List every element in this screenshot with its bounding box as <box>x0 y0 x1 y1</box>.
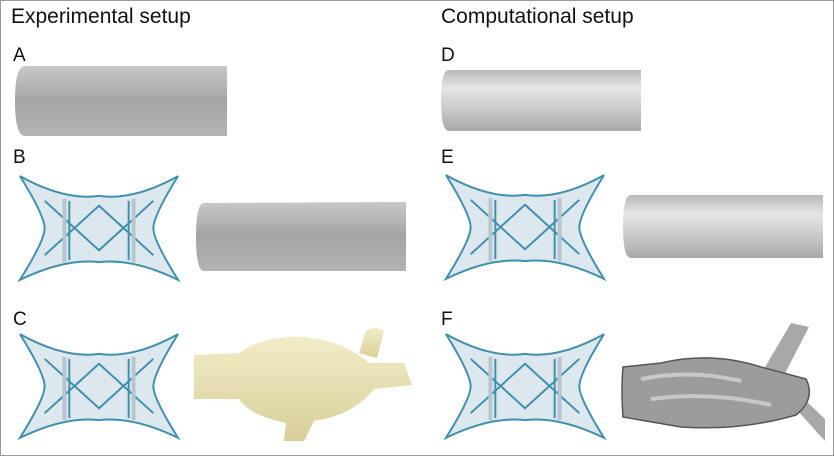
computational-tube-e <box>623 195 823 258</box>
computational-aneurysm-model-f <box>621 323 825 441</box>
experimental-tube-a <box>15 66 227 136</box>
experimental-aneurysm-model-c <box>194 328 412 441</box>
panel-label-a: A <box>13 45 26 66</box>
panel-label-d: D <box>441 45 455 66</box>
experimental-tube-b <box>196 202 406 271</box>
experimental-setup-title: Experimental setup <box>11 5 191 28</box>
panel-label-e: E <box>441 147 454 168</box>
panel-label-f: F <box>441 309 453 330</box>
computational-stent-graft-e <box>441 169 609 285</box>
experimental-stent-graft-b <box>15 171 183 285</box>
computational-setup-title: Computational setup <box>441 5 634 28</box>
computational-stent-graft-f <box>441 329 609 443</box>
experimental-stent-graft-c <box>15 329 183 443</box>
panel-label-b: B <box>13 147 26 168</box>
computational-tube-d <box>441 70 641 131</box>
panel-label-c: C <box>13 309 27 330</box>
